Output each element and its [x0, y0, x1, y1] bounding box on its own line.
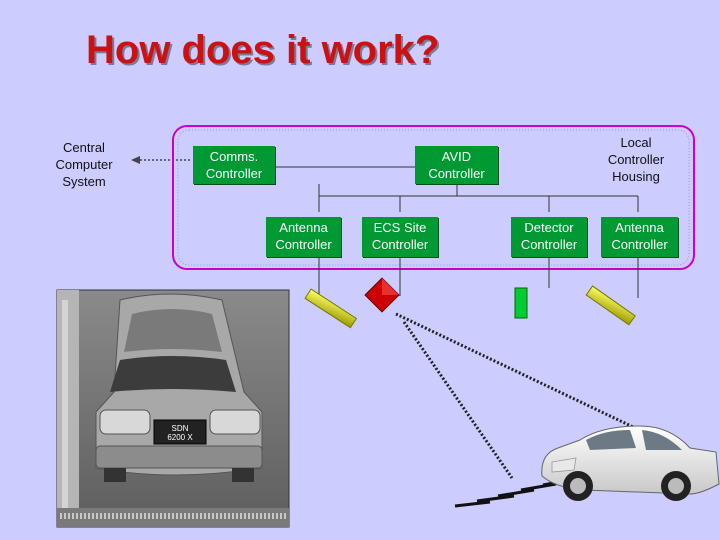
comms-controller-box: Comms. Controller	[193, 146, 275, 184]
detection-beams	[395, 312, 653, 479]
central-line-2: Computer	[55, 157, 113, 172]
camera-photo	[56, 289, 290, 528]
ecs-line-2: Controller	[371, 237, 429, 252]
antenna-device-right	[585, 285, 636, 326]
antenna1-line-2: Controller	[275, 237, 332, 252]
ecs-site-controller-box: ECS Site Controller	[362, 217, 438, 257]
antenna1-line-1: Antenna	[279, 220, 328, 235]
housing-line-3: Housing	[612, 169, 660, 184]
antenna-device-left	[304, 288, 358, 329]
housing-border	[172, 125, 695, 270]
antenna2-line-1: Antenna	[615, 220, 664, 235]
ecs-line-1: ECS Site	[373, 220, 427, 235]
avid-line-2: Controller	[428, 166, 485, 181]
housing-label: Local Controller Housing	[592, 134, 680, 185]
antenna-controller-box-2: Antenna Controller	[601, 217, 678, 257]
central-line-3: System	[62, 174, 106, 189]
comms-line-1: Comms.	[209, 149, 259, 164]
housing-line-1: Local	[620, 135, 652, 150]
avid-controller-box: AVID Controller	[415, 146, 498, 184]
link-arrow	[131, 156, 190, 164]
detector-device	[514, 287, 528, 319]
plate-text-line-2: 6200 X	[167, 433, 193, 442]
housing-line-2: Controller	[607, 152, 665, 167]
detector-line-2: Controller	[520, 237, 578, 252]
road-stripes	[454, 477, 576, 508]
ecs-site-device	[364, 277, 400, 313]
white-car	[541, 425, 720, 501]
page-title: How does it work?	[86, 28, 440, 72]
detector-line-1: Detector	[524, 220, 574, 235]
detector-controller-box: Detector Controller	[511, 217, 587, 257]
central-line-1: Central	[63, 140, 105, 155]
antenna2-line-2: Controller	[611, 237, 668, 252]
avid-line-1: AVID	[441, 149, 472, 164]
central-computer-label: Central Computer System	[44, 139, 124, 190]
plate-text-line-1: SDN	[172, 424, 189, 433]
comms-line-2: Controller	[205, 166, 263, 181]
antenna-controller-box-1: Antenna Controller	[266, 217, 341, 257]
